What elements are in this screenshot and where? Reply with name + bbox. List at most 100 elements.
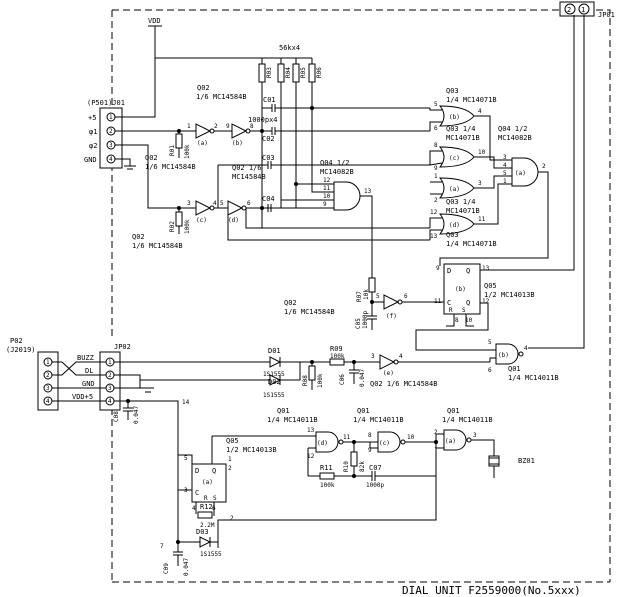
p02-sig-vdd5: VDD+5 [72, 393, 93, 401]
svg-text:9: 9 [323, 201, 327, 208]
svg-text:D01: D01 [268, 347, 281, 355]
q02-e-label: Q02 1/6 MC14584B [370, 380, 437, 388]
svg-text:5: 5 [184, 455, 188, 462]
svg-text:4: 4 [109, 156, 113, 163]
svg-text:R08: R08 [302, 375, 309, 386]
q04-a-part: MC14082B [498, 134, 532, 142]
svg-text:100k: 100k [317, 373, 324, 388]
q02-f-part: 1/6 MC14584B [284, 308, 335, 316]
svg-text:100k: 100k [330, 353, 345, 360]
c07-capacitor: C07 1000p [354, 464, 436, 489]
q01-a-part: 1/4 MC14011B [442, 416, 493, 424]
jp01-pin-1: 1 [581, 6, 585, 14]
q01-nand-gate-c: (c) 8 9 10 [368, 431, 415, 454]
svg-text:4: 4 [478, 108, 482, 115]
svg-text:R01: R01 [169, 145, 176, 156]
svg-text:11: 11 [323, 185, 331, 192]
svg-text:R11: R11 [320, 464, 333, 472]
svg-text:(a): (a) [515, 170, 526, 177]
svg-text:3: 3 [473, 432, 477, 439]
q01-b-part: 1/4 MC14011B [508, 374, 559, 382]
svg-text:9: 9 [226, 123, 230, 130]
svg-text:13: 13 [482, 265, 490, 272]
svg-text:2: 2 [46, 372, 50, 379]
resistor-network-r03-r06: R03 R04 R05 R06 56kx4 [258, 44, 323, 83]
unit-outline [111, 9, 611, 583]
svg-text:R12: R12 [200, 503, 213, 511]
p02-sub: (J2019) [6, 346, 36, 354]
svg-text:100k: 100k [184, 219, 191, 234]
svg-text:R: R [204, 495, 208, 502]
svg-text:8: 8 [250, 123, 254, 130]
svg-text:10: 10 [478, 149, 486, 156]
r09-resistor: R09 100k [312, 345, 380, 366]
svg-text:R04: R04 [285, 67, 292, 78]
svg-text:(b): (b) [498, 352, 509, 359]
svg-text:1S1555: 1S1555 [200, 551, 222, 558]
svg-text:C08: C08 [113, 411, 120, 422]
jp01-pin-2: 2 [567, 6, 571, 14]
svg-text:1: 1 [434, 173, 438, 180]
svg-text:2: 2 [230, 515, 234, 522]
jp02-connector: JP02 1 2 3 4 [99, 343, 131, 411]
svg-text:3: 3 [109, 142, 113, 149]
svg-text:3: 3 [478, 180, 482, 187]
svg-text:(b): (b) [232, 140, 243, 147]
q02-low-part: 1/6 MC14584B [132, 242, 183, 250]
q04-and-gate-a: (a) 3 4 5 1 2 [503, 154, 546, 187]
q02-inverter-c: (c) 3 4 [187, 200, 217, 224]
svg-text:2.2M: 2.2M [200, 522, 215, 529]
svg-text:4: 4 [192, 505, 196, 512]
rnet-value: 56kx4 [279, 44, 300, 52]
svg-text:4: 4 [46, 398, 50, 405]
svg-text:C02: C02 [262, 135, 275, 143]
svg-text:2: 2 [109, 128, 113, 135]
j01-connector: 1 2 3 4 (P501)J01 +5 φ1 φ2 GND [84, 99, 125, 169]
svg-text:Q: Q [212, 467, 216, 475]
svg-text:C05: C05 [355, 318, 362, 329]
svg-text:100k: 100k [184, 144, 191, 159]
svg-text:C: C [447, 299, 451, 307]
q01-nand-gate-a: (a) 2 1 3 [434, 429, 477, 451]
svg-text:82k: 82k [359, 461, 366, 472]
svg-text:10: 10 [465, 317, 473, 324]
svg-text:10k: 10k [363, 289, 370, 300]
q01-a-ref: Q01 [447, 407, 460, 415]
q03-2-part: MC14071B [446, 134, 480, 142]
svg-text:9: 9 [434, 165, 438, 172]
svg-text:1: 1 [109, 114, 113, 121]
svg-text:6: 6 [404, 293, 408, 300]
svg-text:1000p: 1000p [366, 482, 384, 489]
q03-top-ref: Q03 [446, 87, 459, 95]
svg-text:(a): (a) [449, 186, 460, 193]
svg-text:3: 3 [503, 154, 507, 161]
svg-text:C03: C03 [262, 154, 275, 162]
vdd-label: VDD [148, 17, 161, 25]
svg-text:(c): (c) [379, 440, 390, 447]
jp01-connector: 2 1 JP01 [559, 1, 615, 19]
j01-sig-phi2: φ2 [89, 142, 97, 150]
svg-text:(c): (c) [196, 217, 207, 224]
svg-text:C06: C06 [339, 374, 346, 385]
q04-a-ref: Q04 1/2 [498, 125, 528, 133]
svg-text:D: D [195, 467, 199, 475]
svg-text:1: 1 [108, 359, 112, 366]
svg-text:D02: D02 [268, 378, 281, 386]
q02-mid2-part: MC14584B [232, 173, 266, 181]
svg-text:5: 5 [488, 339, 492, 346]
svg-text:R07: R07 [356, 291, 363, 302]
q01-nand-gate-d: (d) 13 12 11 [307, 427, 351, 460]
q03-or-gate-d: (d) 12 13 11 [430, 209, 486, 240]
svg-text:S: S [213, 495, 217, 502]
bz01-buzzer: BZ01 [488, 452, 535, 478]
svg-text:D03: D03 [196, 528, 209, 536]
q02-f-ref: Q02 [284, 299, 297, 307]
q01-c-part: 1/4 MC14011B [353, 416, 404, 424]
svg-text:4: 4 [108, 398, 112, 405]
q03-3-part: MC14071B [446, 207, 480, 215]
svg-text:12: 12 [323, 177, 331, 184]
svg-text:S: S [462, 307, 466, 314]
svg-text:R06: R06 [316, 67, 323, 78]
svg-text:5: 5 [434, 101, 438, 108]
